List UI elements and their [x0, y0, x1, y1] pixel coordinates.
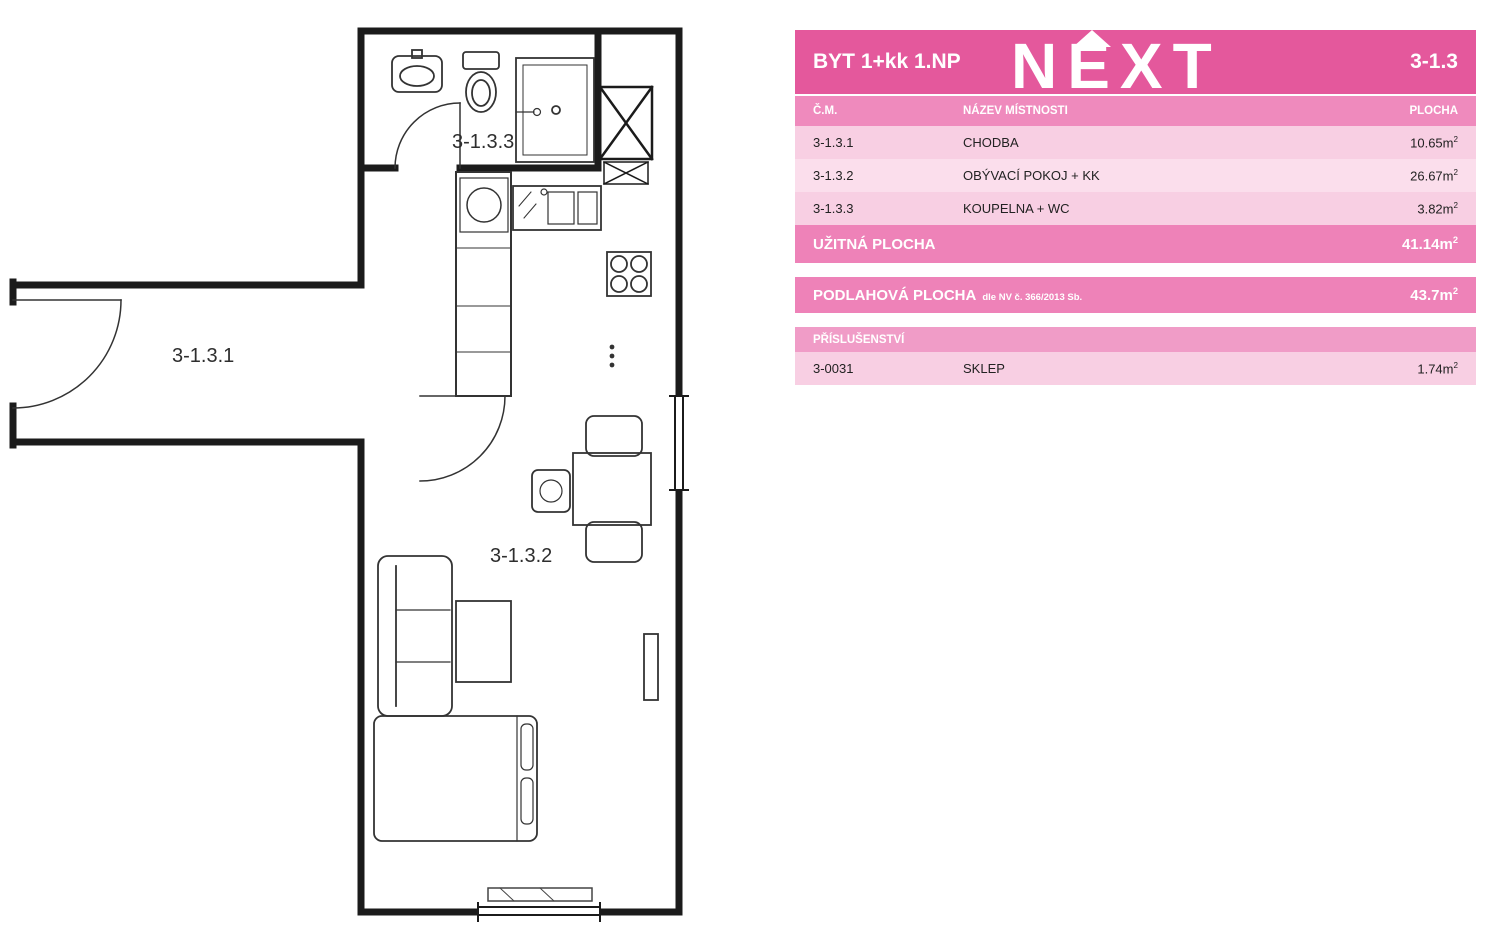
cell-cm: 3-1.3.2 [813, 168, 854, 183]
accessories-header-label: PŘÍSLUŠENSTVÍ [813, 333, 905, 346]
usable-area-label: UŽITNÁ PLOCHA [813, 235, 936, 253]
dining-table [531, 415, 652, 563]
usable-area-value: 41.14m2 [1401, 235, 1458, 253]
kitchen-counter [455, 171, 512, 397]
section-gap [795, 263, 1476, 277]
floorplan: 3-1.3.1 3-1.3.2 3-1.3.3 [9, 27, 689, 922]
panel-header: BYT 1+kk 1.NP 3-1.3 [795, 30, 1476, 94]
cell-area: 10.65m2 [1410, 134, 1458, 151]
column-area: PLOCHA [1409, 105, 1458, 117]
walls [9, 27, 683, 916]
wall-switch-dots [609, 344, 615, 368]
section-gap [795, 313, 1476, 327]
cell-area: 1.74m2 [1417, 360, 1458, 377]
column-cm: Č.M. [813, 105, 838, 117]
table-row-koupelna: 3-1.3.3 KOUPELNA + WC 3.82m2 [795, 192, 1476, 225]
wardrobe [643, 633, 659, 701]
column-header-row: Č.M. NÁZEV MÍSTNOSTI PLOCHA [795, 96, 1476, 126]
accessories-header-row: PŘÍSLUŠENSTVÍ [795, 327, 1476, 352]
window-right [669, 395, 689, 491]
cell-name: SKLEP [963, 361, 1005, 376]
sofa [377, 555, 453, 717]
room-label-bath: 3-1.3.3 [452, 131, 514, 153]
floor-area-note: dle NV č. 366/2013 Sb. [982, 291, 1083, 303]
usable-area-row: UŽITNÁ PLOCHA 41.14m2 [795, 225, 1476, 263]
cell-name: OBÝVACÍ POKOJ + KK [963, 168, 1100, 183]
stove [606, 251, 652, 297]
bathroom-sink [391, 49, 443, 93]
table-row-chodba: 3-1.3.1 CHODBA 10.65m2 [795, 126, 1476, 159]
cell-cm: 3-1.3.3 [813, 201, 854, 216]
room-label-living: 3-1.3.2 [490, 545, 552, 567]
cell-cm: 3-0031 [813, 361, 854, 376]
toilet [462, 51, 500, 113]
shower [515, 57, 595, 163]
kitchen-sink [512, 185, 602, 231]
cell-area: 3.82m2 [1417, 200, 1458, 217]
living-room-door [419, 395, 506, 482]
bed [373, 715, 538, 842]
table-row-obyvaci-pokoj: 3-1.3.2 OBÝVACÍ POKOJ + KK 26.67m2 [795, 159, 1476, 192]
floor-area-value: 43.7m2 [1410, 286, 1458, 304]
room-label-hall: 3-1.3.1 [172, 345, 234, 367]
table-row-sklep: 3-0031 SKLEP 1.74m2 [795, 352, 1476, 385]
entrance-door [12, 299, 122, 409]
info-panel: BYT 1+kk 1.NP 3-1.3 Č.M. NÁZEV MÍSTNOSTI… [795, 30, 1476, 385]
bathroom-door [394, 102, 461, 169]
cell-cm: 3-1.3.1 [813, 135, 854, 150]
cell-area: 26.67m2 [1410, 167, 1458, 184]
room-labels: 3-1.3.1 3-1.3.2 3-1.3.3 [172, 131, 552, 567]
cell-name: KOUPELNA + WC [963, 201, 1070, 216]
window-bottom [477, 887, 601, 922]
cell-name: CHODBA [963, 135, 1019, 150]
shaft [598, 85, 654, 186]
column-name: NÁZEV MÍSTNOSTI [963, 105, 1068, 117]
coffee-table [455, 600, 512, 683]
panel-unit-id: 3-1.3 [1410, 50, 1458, 73]
panel-title: BYT 1+kk 1.NP [813, 50, 961, 73]
